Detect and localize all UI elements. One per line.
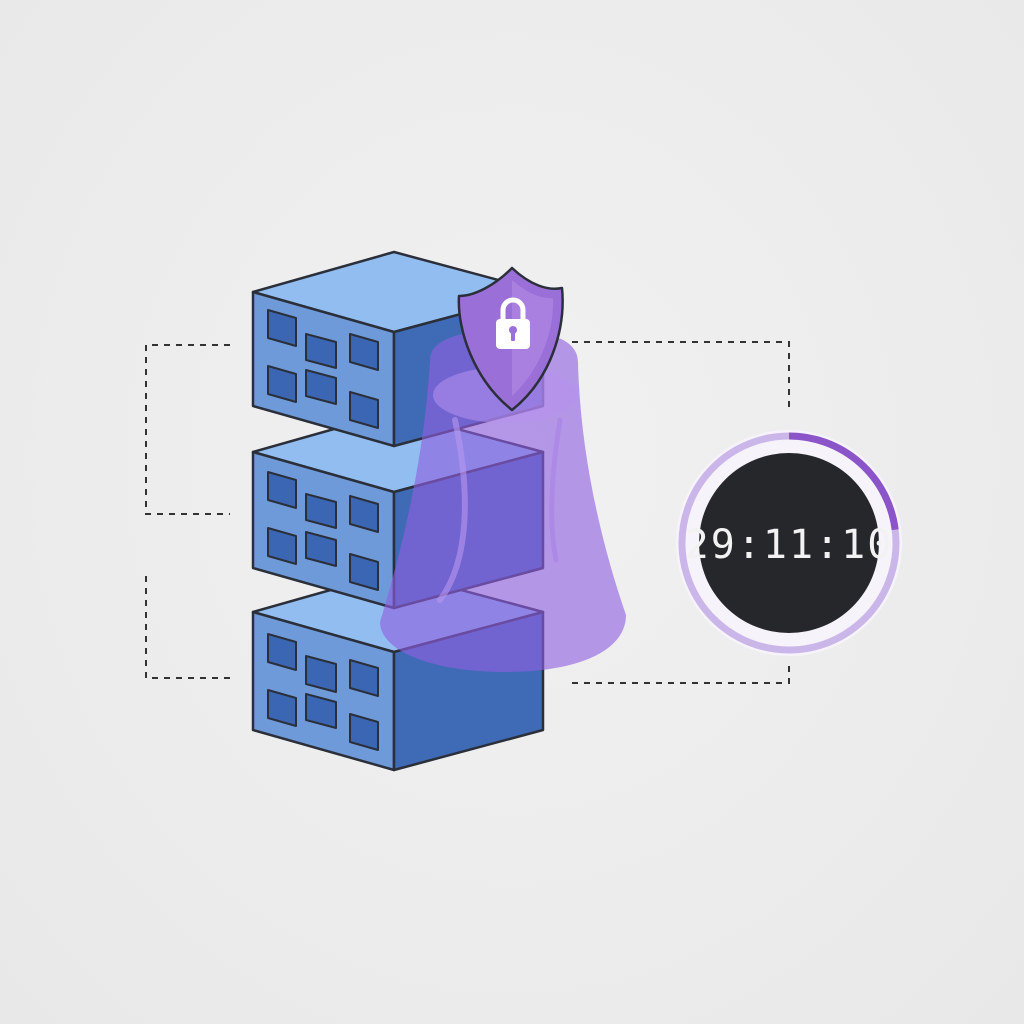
timer-face <box>699 453 879 633</box>
timer-display: 29:11:10 <box>685 522 894 568</box>
server-windows <box>267 633 379 751</box>
beam-highlight <box>549 417 563 563</box>
connector-left-top <box>145 344 230 515</box>
beam-highlight <box>437 417 468 603</box>
connector-left-bottom <box>145 576 230 679</box>
connector-lines <box>145 341 790 684</box>
server-windows <box>267 309 379 429</box>
connector-right-top <box>572 341 790 410</box>
timer-progress-arc <box>678 432 900 654</box>
padlock-icon <box>496 297 530 349</box>
beam-body <box>380 330 626 672</box>
shield-lock-icon <box>457 266 564 412</box>
connector-right-bottom <box>572 665 790 684</box>
countdown-timer-icon: 29:11:10 <box>676 430 902 656</box>
server-windows <box>267 471 379 591</box>
